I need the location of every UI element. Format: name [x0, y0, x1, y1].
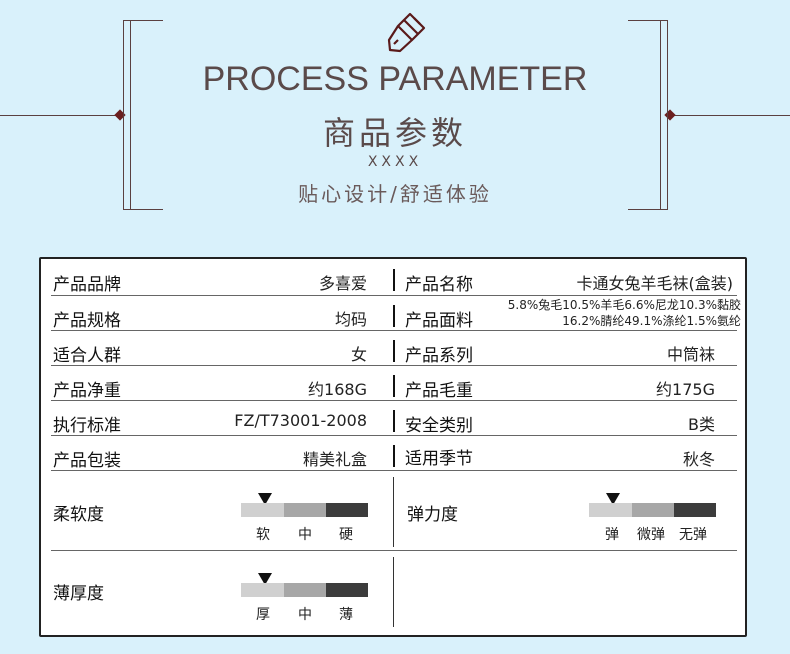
softness-tick: 软	[256, 527, 270, 543]
season-value: 秋冬	[682, 450, 715, 469]
fabric-value-line-2: 16.2%腈纶49.1%涤纶1.5%氨纶	[562, 314, 741, 328]
slogan: 贴心设计/舒适体验	[298, 182, 492, 206]
softness-scale	[241, 503, 368, 517]
row-divider	[51, 295, 737, 296]
title-chinese: 商品参数	[322, 114, 467, 152]
row-divider	[51, 435, 737, 436]
package-label: 产品包装	[53, 451, 121, 471]
crowd-value: 女	[350, 345, 367, 364]
brand-label: 产品品牌	[53, 275, 121, 295]
column-separator	[393, 305, 395, 327]
name-value: 卡通女兔羊毛袜(盒装)	[576, 274, 734, 293]
elasticity-tick: 弹	[605, 527, 619, 543]
column-separator	[393, 340, 395, 362]
column-separator	[393, 410, 395, 432]
crowd-label: 适合人群	[53, 346, 121, 366]
standard-label: 执行标准	[53, 416, 121, 436]
column-separator	[393, 269, 395, 291]
series-label: 产品系列	[405, 346, 473, 366]
series-value: 中筒袜	[666, 345, 715, 364]
right-bracket-top	[628, 20, 668, 21]
scale-column-divider	[393, 477, 394, 547]
scale-column-divider	[393, 557, 394, 627]
safety-value: B类	[688, 415, 715, 434]
standard-value: FZ/T73001-2008	[234, 411, 367, 430]
elasticity-scale	[589, 503, 716, 517]
parameter-panel: 产品品牌 多喜爱 产品名称 卡通女兔羊毛袜(盒装) 产品规格 均码 产品面料 5…	[39, 257, 747, 637]
thickness-tick: 薄	[339, 607, 353, 623]
gross-weight-label: 产品毛重	[405, 381, 473, 401]
left-bracket-bottom	[123, 209, 163, 210]
fabric-value-line-1: 5.8%兔毛10.5%羊毛6.6%尼龙10.3%黏胶	[507, 298, 741, 312]
net-weight-label: 产品净重	[53, 381, 121, 401]
safety-label: 安全类别	[405, 416, 473, 436]
column-separator	[393, 375, 395, 397]
softness-tick: 硬	[339, 527, 353, 543]
elasticity-tick: 无弹	[679, 527, 707, 543]
subtitle-placeholder: XXXX	[367, 154, 423, 170]
thickness-tick: 中	[298, 607, 312, 623]
row-divider	[51, 400, 737, 401]
right-bracket	[667, 20, 668, 210]
left-bracket	[123, 20, 124, 210]
brand-value: 多喜爱	[318, 274, 367, 293]
thickness-indicator	[258, 573, 272, 585]
net-weight-value: 约168G	[308, 380, 367, 399]
gross-weight-value: 约175G	[656, 380, 715, 399]
thickness-scale	[241, 583, 368, 597]
right-bracket-bottom	[628, 209, 668, 210]
spec-label: 产品规格	[53, 311, 121, 331]
row-divider	[51, 550, 737, 551]
elasticity-indicator	[606, 493, 620, 505]
softness-indicator	[258, 493, 272, 505]
name-label: 产品名称	[405, 275, 473, 295]
season-label: 适用季节	[405, 449, 473, 469]
softness-tick: 中	[298, 527, 312, 543]
elasticity-label: 弹力度	[407, 505, 458, 525]
right-bracket-inner	[660, 20, 661, 210]
left-rule	[0, 115, 120, 116]
thickness-label: 薄厚度	[53, 584, 104, 604]
package-value: 精美礼盒	[302, 450, 367, 469]
column-separator	[393, 445, 395, 467]
spec-value: 均码	[334, 310, 367, 329]
row-divider	[51, 365, 737, 366]
fabric-label: 产品面料	[405, 311, 473, 331]
elasticity-tick: 微弹	[637, 527, 665, 543]
left-bracket-inner	[130, 20, 131, 210]
thickness-tick: 厚	[256, 607, 270, 623]
row-divider	[51, 470, 737, 471]
softness-label: 柔软度	[53, 505, 104, 525]
row-divider	[51, 330, 737, 331]
paintbrush-icon	[387, 12, 426, 53]
left-bracket-top	[123, 20, 163, 21]
right-rule	[670, 115, 790, 116]
title-english: PROCESS PARAMETER	[202, 60, 588, 98]
